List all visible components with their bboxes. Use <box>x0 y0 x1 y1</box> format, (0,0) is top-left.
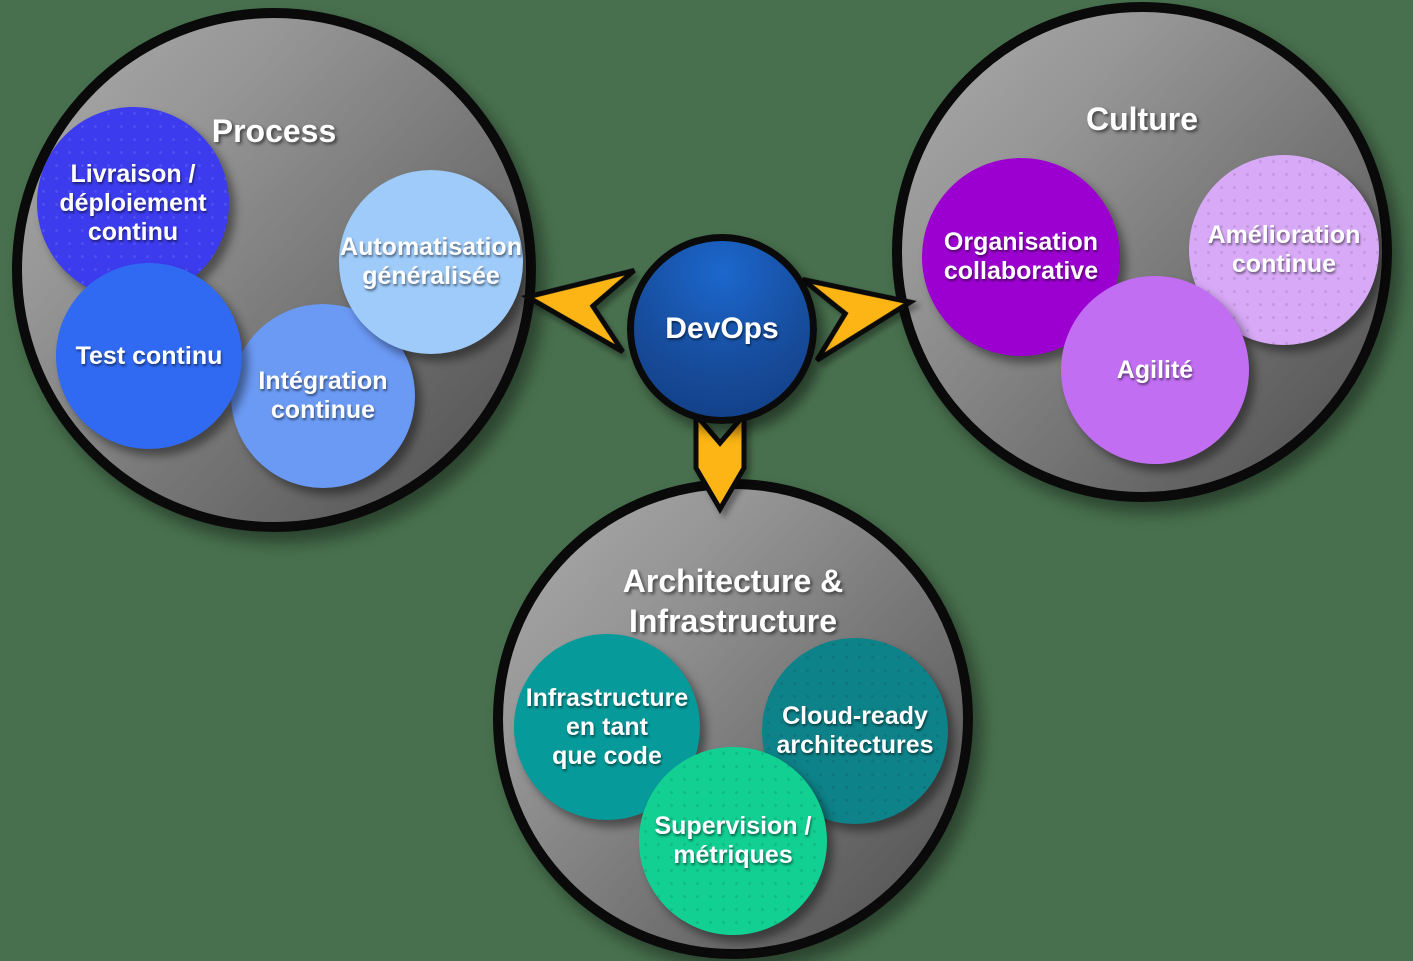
bubble-label: Test continu <box>75 341 223 370</box>
bubble-agilite: Agilité <box>1061 276 1249 464</box>
bubble-automatisation-generalisee: Automatisation généralisée <box>339 170 523 354</box>
arrow-down-icon <box>693 408 747 514</box>
culture-title: Culture <box>1086 101 1198 137</box>
devops-label: DevOps <box>665 312 779 345</box>
arrow-right-icon <box>801 277 917 363</box>
bubble-label: Livraison / déploiement continu <box>59 159 207 246</box>
bubble-test-continu: Test continu <box>56 263 242 449</box>
bubble-label: Amélioration continue <box>1207 221 1361 278</box>
bubble-label: Supervision / métriques <box>654 812 812 869</box>
bubble-label: Agilité <box>1116 355 1194 384</box>
bubble-livraison-deploiement-continu: Livraison / déploiement continu <box>37 107 229 299</box>
architecture-title: Architecture & Infrastructure <box>622 563 844 639</box>
bubble-label: Organisation collaborative <box>943 228 1099 285</box>
arrow-left-icon <box>520 268 636 354</box>
bubble-label: Automatisation généralisée <box>340 233 522 290</box>
process-title: Process <box>211 113 337 149</box>
bubble-label: Intégration continue <box>258 367 388 424</box>
bubble-label: Cloud-ready architectures <box>776 702 934 759</box>
devops-center-circle: DevOps <box>627 234 817 424</box>
bubble-supervision-metriques: Supervision / métriques <box>639 747 827 935</box>
bubble-label: Infrastructure en tant que code <box>525 683 689 770</box>
